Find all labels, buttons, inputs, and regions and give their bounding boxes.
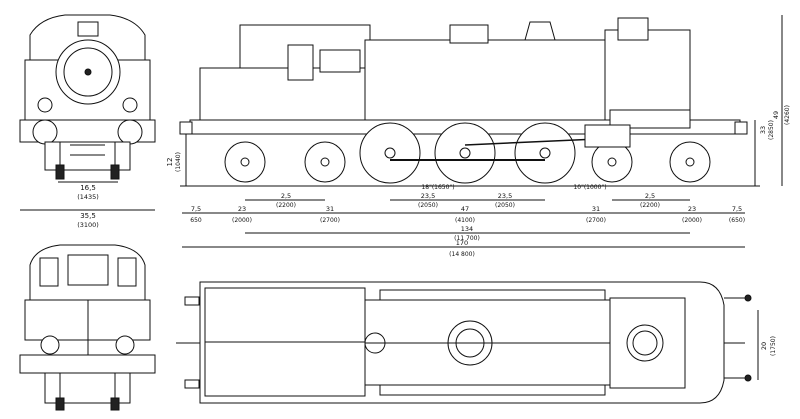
seg-31-left-mm-label: (2700) <box>320 217 340 224</box>
plan-width-label: 20 <box>760 342 768 350</box>
height-total-mm-label: (4260) <box>784 105 791 125</box>
height-boiler-label: 33 <box>759 126 767 134</box>
seg-23-left-label: 23 <box>238 205 246 213</box>
height-boiler-mm-label: (2850) <box>768 120 775 140</box>
wheel-small-label: 10"(1000") <box>573 184 606 191</box>
front-width-label: 35,5 <box>80 212 96 220</box>
front-gauge-label: 16,5 <box>80 184 96 192</box>
front-view <box>19 14 156 180</box>
axle-height-mm-label: (1040) <box>175 152 182 172</box>
seg-25-right-mm-label: (2200) <box>640 202 660 209</box>
left-overhang-label: 7,5 <box>191 205 201 213</box>
front-width-mm-label: (3100) <box>77 221 99 229</box>
seg-25-left-label: 2,5 <box>281 192 291 200</box>
front-dimensions: 16,5 (1435) 35,5 (3100) <box>20 181 155 229</box>
plan-width-mm-label: (1750) <box>770 336 777 356</box>
wheelbase-mm-label: (11 700) <box>454 235 480 242</box>
seg-235-left-label: 23,5 <box>421 192 435 200</box>
seg-25-right-label: 2,5 <box>645 192 655 200</box>
rear-view <box>19 244 156 411</box>
seg-47-mm-label: (4100) <box>455 217 475 224</box>
plan-dimensions: 20 (1750) <box>757 310 777 380</box>
front-gauge-mm-label: (1435) <box>77 193 99 201</box>
length-label: 170 <box>456 239 468 247</box>
seg-31-right-mm-label: (2700) <box>586 217 606 224</box>
wheel-large-label: 18"(1650") <box>421 184 454 191</box>
seg-23-right-mm-label: (2000) <box>682 217 702 224</box>
right-overhang-mm-label: (650) <box>729 217 745 224</box>
seg-235-right-mm-label: (2050) <box>495 202 515 209</box>
height-total-label: 49 <box>772 111 780 119</box>
seg-235-left-mm-label: (2050) <box>418 202 438 209</box>
side-dimensions: 12 (1040) 18"(1650") 10"(1000") 2,5 (220… <box>166 15 791 258</box>
seg-47-label: 47 <box>461 205 469 213</box>
side-elevation <box>179 17 760 187</box>
seg-25-left-mm-label: (2200) <box>276 202 296 209</box>
left-overhang-mm-label: 650 <box>190 217 202 224</box>
seg-31-right-label: 31 <box>592 205 600 213</box>
seg-235-right-label: 23,5 <box>498 192 512 200</box>
length-mm-label: (14 800) <box>449 251 475 258</box>
plan-view <box>176 281 752 404</box>
seg-23-left-mm-label: (2000) <box>232 217 252 224</box>
seg-23-right-label: 23 <box>688 205 696 213</box>
seg-31-left-label: 31 <box>326 205 334 213</box>
wheelbase-label: 134 <box>461 225 473 233</box>
axle-height-label: 12 <box>166 158 174 167</box>
right-overhang-label: 7,5 <box>732 205 742 213</box>
